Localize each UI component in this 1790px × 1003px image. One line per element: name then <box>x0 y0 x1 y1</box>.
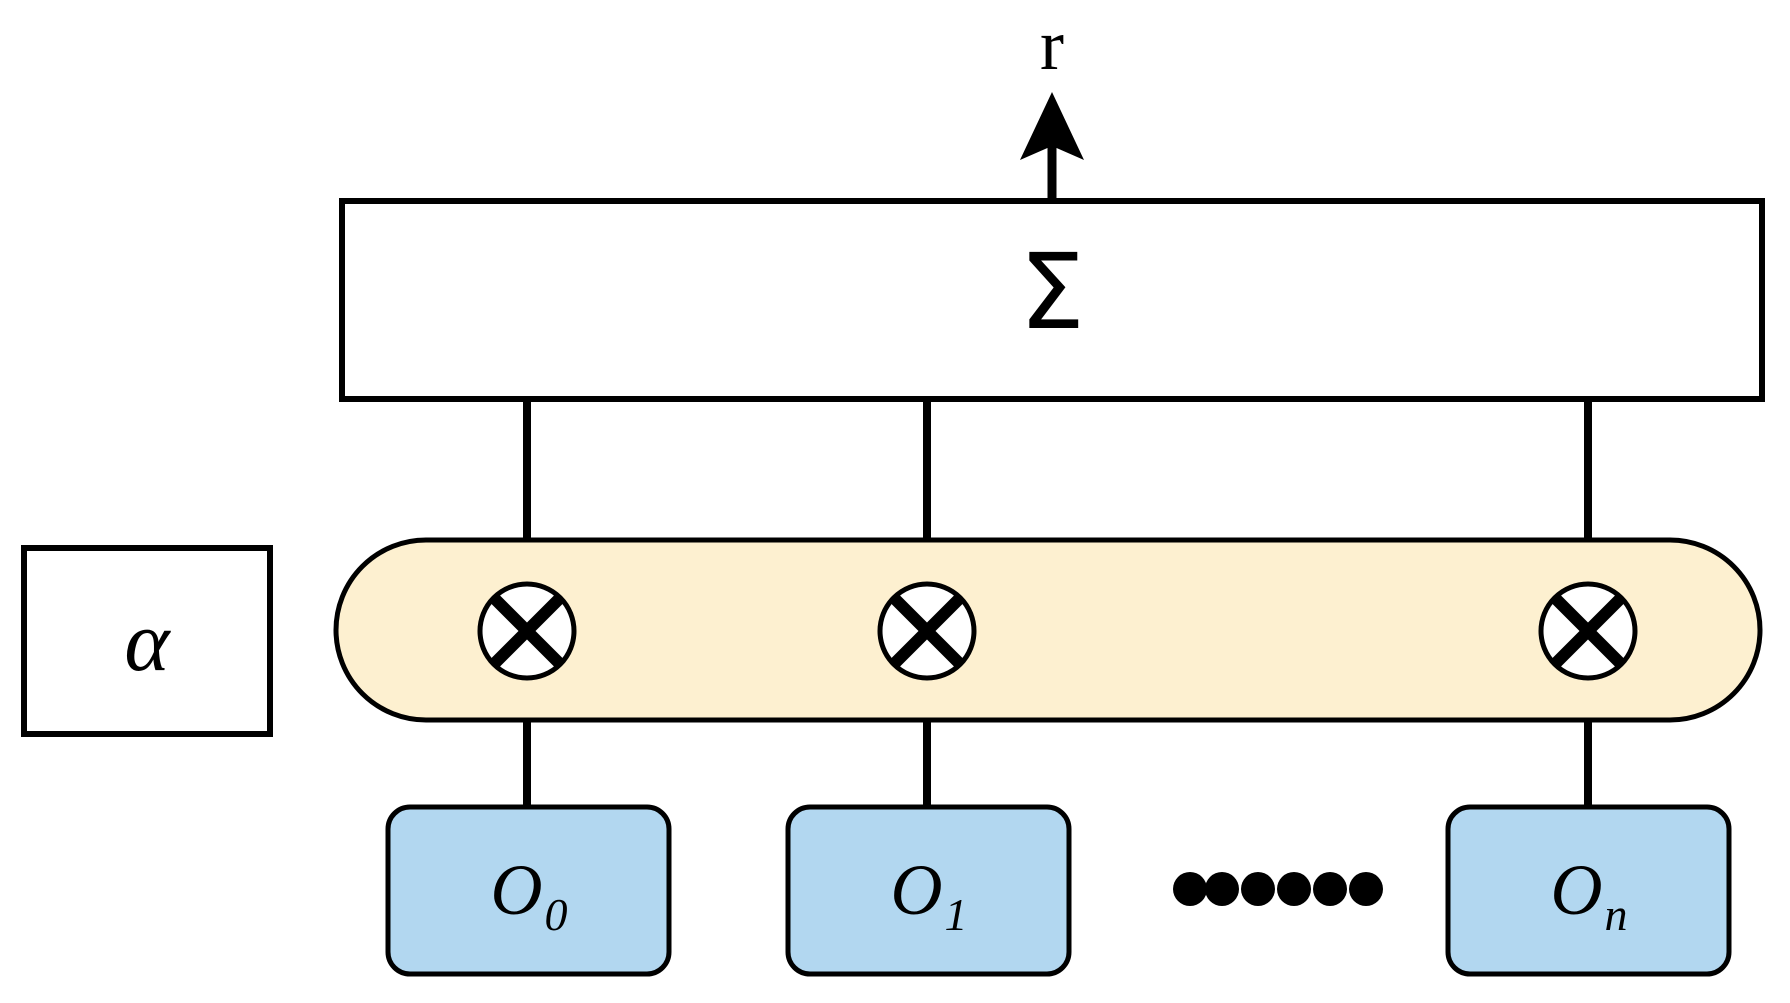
operand-block-0[interactable] <box>385 804 672 977</box>
operand-label-1: O1 <box>891 854 968 938</box>
operand-subscript-n: n <box>1604 889 1628 940</box>
circled-times-icon-0[interactable] <box>477 581 577 681</box>
summation-symbol: Σ <box>1019 231 1085 353</box>
operand-base-n: O <box>1550 850 1603 930</box>
alpha-symbol: α <box>124 593 170 689</box>
operand-label-n: On <box>1551 854 1628 938</box>
operand-label-0: O0 <box>491 854 568 938</box>
summation-block[interactable] <box>339 198 1765 402</box>
alpha-block[interactable] <box>21 545 273 737</box>
operand-block-1[interactable] <box>785 804 1072 977</box>
output-label: r <box>1040 5 1064 85</box>
operand-subscript-1: 1 <box>944 889 968 940</box>
ellipsis-dots <box>1173 872 1383 906</box>
circled-times-icon-n[interactable] <box>1538 581 1638 681</box>
operand-base-1: O <box>890 850 943 930</box>
operand-base-0: O <box>490 850 543 930</box>
mixing-band[interactable] <box>333 537 1763 723</box>
operand-subscript-0: 0 <box>544 889 568 940</box>
operand-block-n[interactable] <box>1445 804 1732 977</box>
circled-times-icon-1[interactable] <box>877 581 977 681</box>
output-arrow-icon <box>1020 92 1084 201</box>
